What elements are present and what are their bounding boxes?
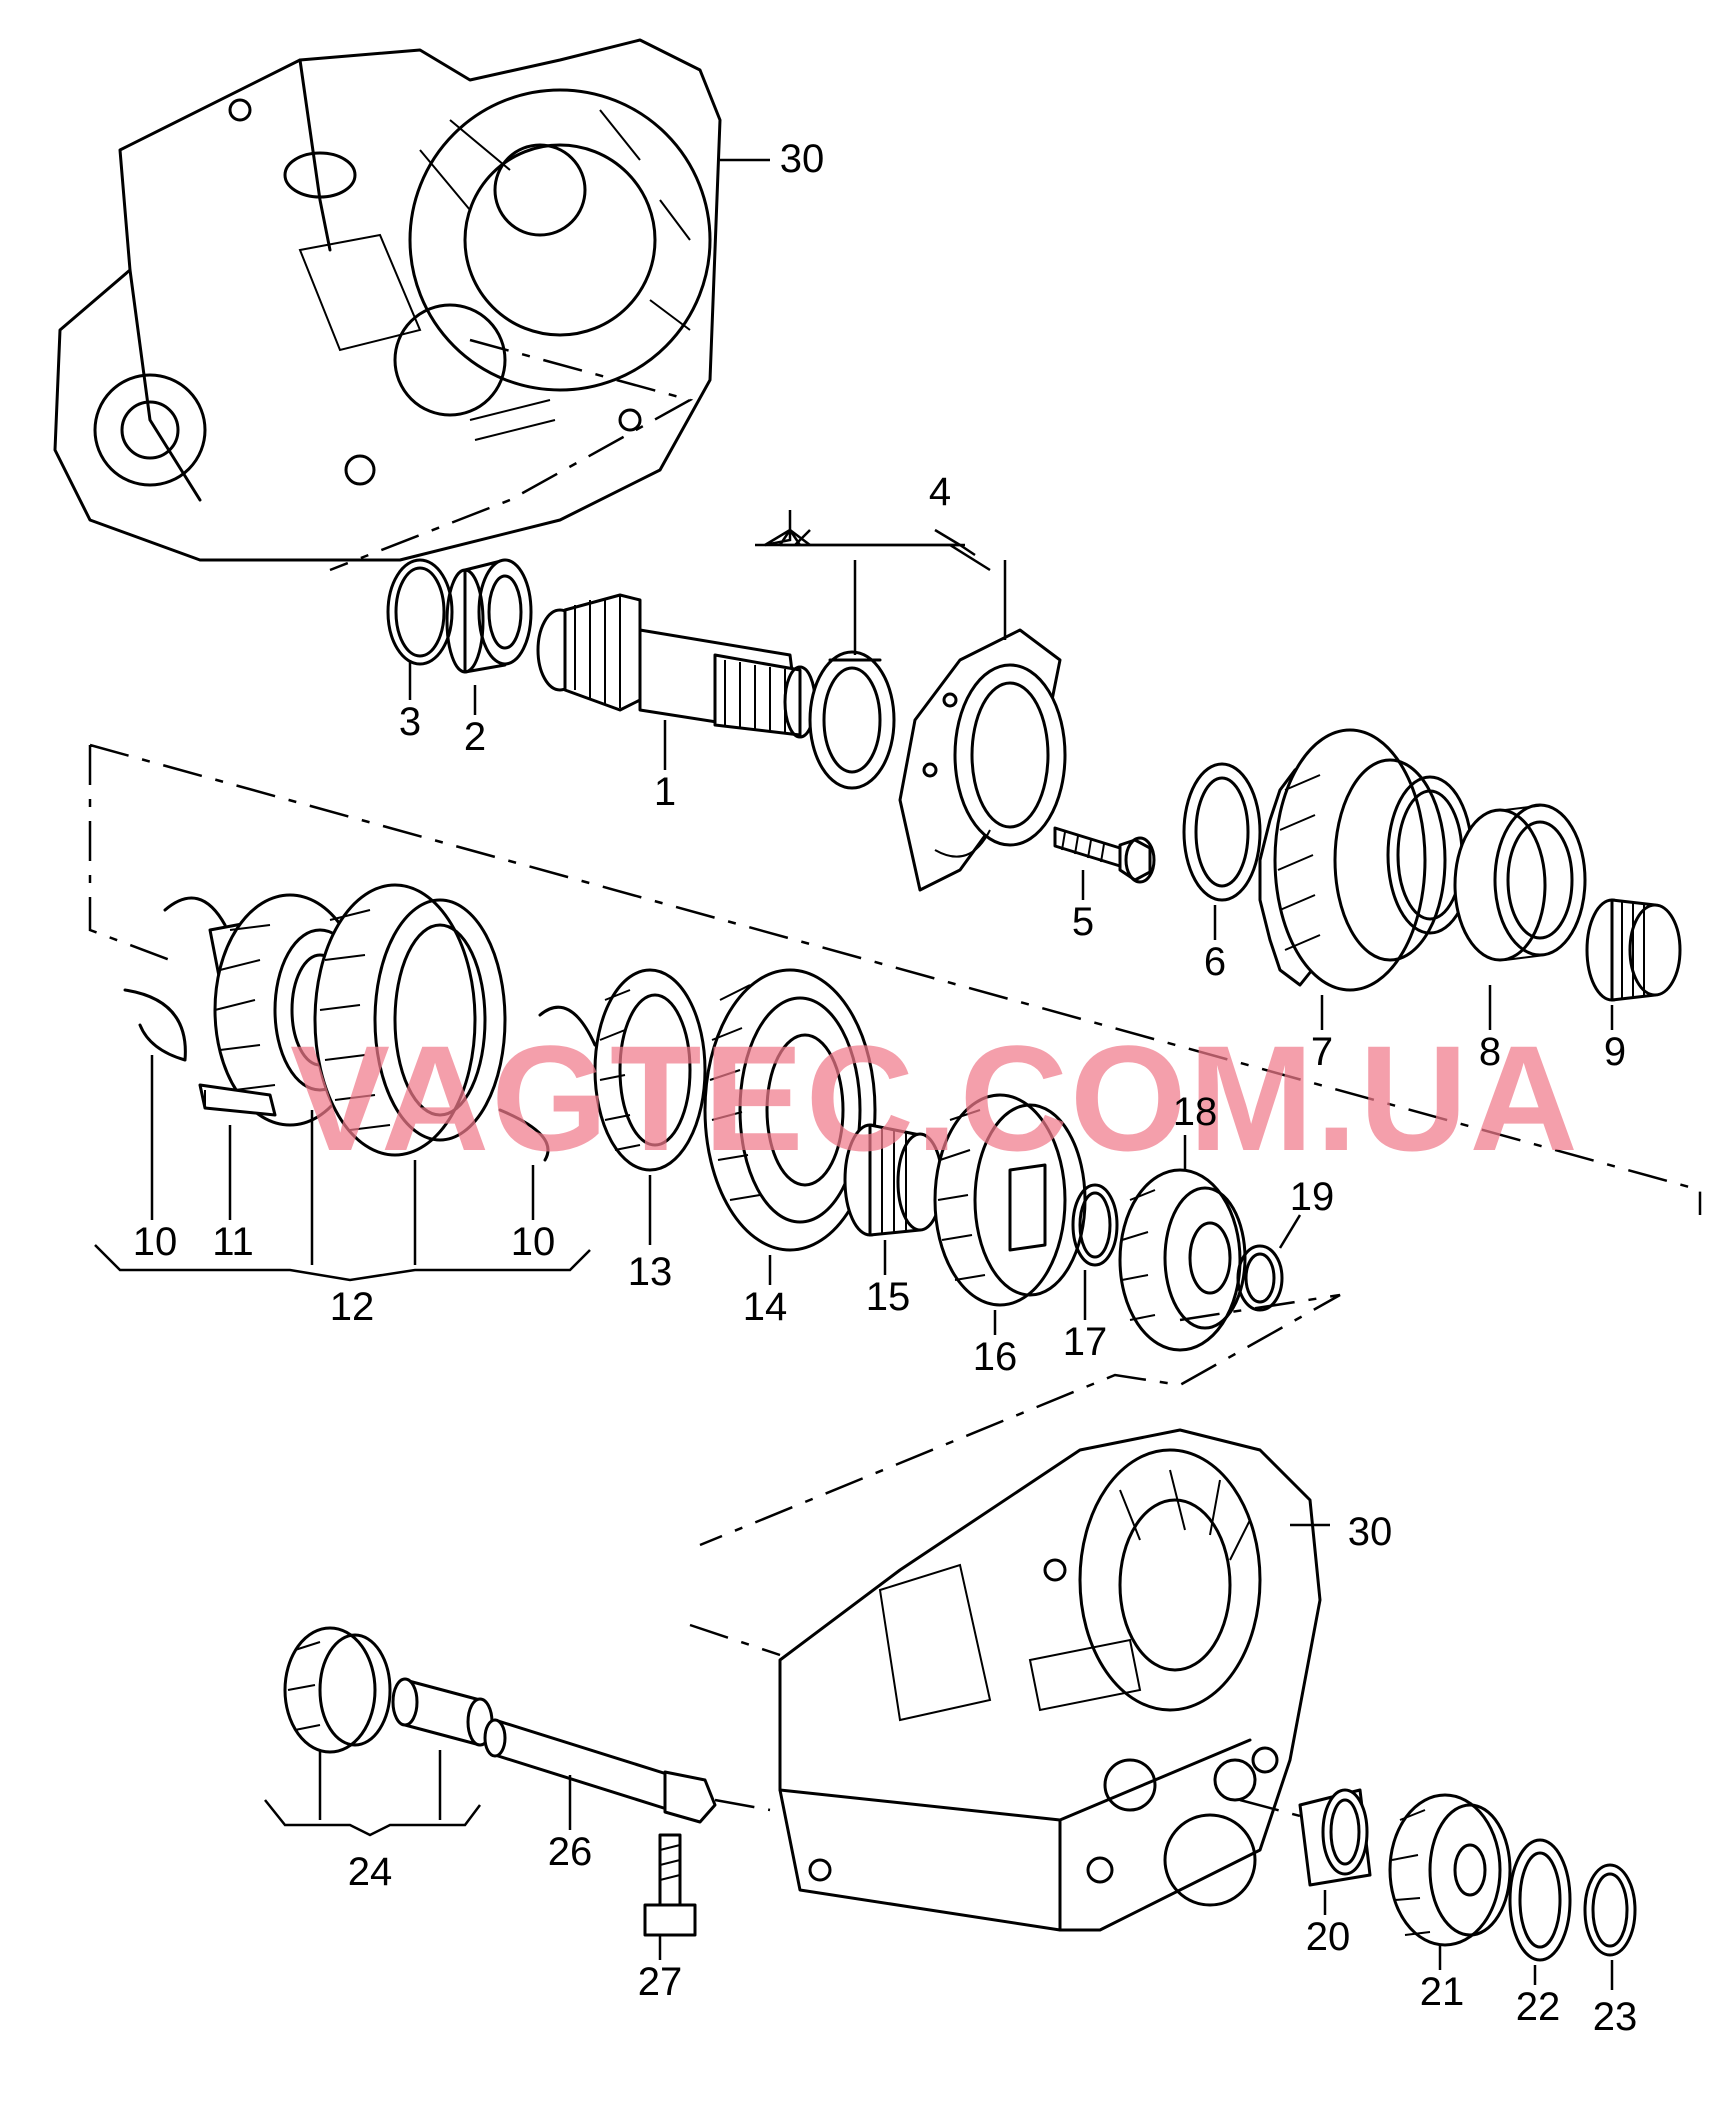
bushing-24[interactable]: [391, 1677, 494, 1747]
label-part-7: 7: [1311, 1030, 1333, 1074]
label-part-30-upper: 30: [780, 137, 825, 181]
shift-key-11[interactable]: [198, 1083, 277, 1117]
label-part-1: 1: [654, 770, 676, 814]
axis-line-lower-housing: [689, 1623, 1316, 1822]
thrust-washer-22[interactable]: [1508, 1838, 1572, 1962]
label-part-13: 13: [628, 1250, 673, 1294]
roller-bearing-2[interactable]: [445, 558, 533, 674]
spring-10-left-top[interactable]: [163, 896, 227, 927]
transmission-housing-lower[interactable]: [778, 1428, 1322, 1932]
sliding-sleeve-12[interactable]: [313, 883, 507, 1157]
bolt-5[interactable]: [1053, 826, 1156, 884]
needle-bearing-9[interactable]: [1585, 898, 1682, 1002]
gear-wheel-7[interactable]: [1258, 728, 1474, 992]
spring-10-right[interactable]: [498, 1005, 597, 1162]
gear-wheel-16[interactable]: [933, 1093, 1087, 1307]
spring-10-left[interactable]: [123, 988, 187, 1062]
label-part-27: 27: [638, 1960, 683, 2004]
label-part-22: 22: [1516, 1985, 1561, 2029]
circlip-3[interactable]: [386, 558, 454, 666]
label-part-8: 8: [1479, 1030, 1501, 1074]
gear-wheel-18[interactable]: [1118, 1168, 1247, 1352]
label-part-6: 6: [1204, 940, 1226, 984]
label-part-4: 4: [929, 470, 951, 514]
label-part-2: 2: [464, 715, 486, 759]
reverse-shaft-26[interactable]: [483, 1718, 717, 1824]
circlip-17[interactable]: [1071, 1183, 1119, 1267]
bearing-4[interactable]: [808, 650, 896, 790]
transmission-housing-upper[interactable]: [53, 38, 722, 562]
label-part-30-lower: 30: [1348, 1510, 1393, 1554]
label-part-10-right: 10: [511, 1220, 556, 1264]
needle-bearing-20[interactable]: [1298, 1788, 1372, 1887]
bearing-retainer-plate-4[interactable]: [898, 628, 1067, 892]
circlip-19[interactable]: [1236, 1244, 1284, 1312]
leader-lines: [94, 158, 1614, 1990]
needle-bearing-15[interactable]: [843, 1123, 944, 1237]
label-part-15: 15: [866, 1275, 911, 1319]
label-part-26: 26: [548, 1830, 593, 1874]
input-shaft-1[interactable]: [536, 593, 817, 739]
label-part-3: 3: [399, 700, 421, 744]
label-part-21: 21: [1420, 1970, 1465, 2014]
label-part-24: 24: [348, 1850, 393, 1894]
axis-line-upper-housing: [329, 338, 694, 572]
gear-wheel-21[interactable]: [1388, 1793, 1512, 1947]
label-part-20: 20: [1306, 1915, 1351, 1959]
label-part-5: 5: [1072, 900, 1094, 944]
reverse-gear-24[interactable]: [283, 1626, 392, 1754]
label-part-11: 11: [212, 1220, 254, 1264]
label-part-19: 19: [1290, 1175, 1335, 1219]
axis-line-lower-shaft: [699, 1293, 1341, 1547]
synchro-ring-8[interactable]: [1453, 803, 1587, 962]
label-part-18: 18: [1173, 1090, 1218, 1134]
gear-wheel-14[interactable]: [703, 968, 877, 1252]
bolt-27[interactable]: [643, 1833, 697, 1937]
axis-line-reverse-shaft: [714, 1798, 771, 1812]
axis-line-synchro-assembly: [88, 743, 1702, 1215]
label-part-23: 23: [1593, 1995, 1638, 2039]
label-part-12: 12: [330, 1285, 375, 1329]
thrust-washer-6[interactable]: [1182, 762, 1262, 902]
watermark-text: VAGTEC.COM.UA: [290, 1014, 1580, 1182]
label-part-17: 17: [1063, 1320, 1108, 1364]
label-part-14: 14: [743, 1285, 788, 1329]
label-part-9: 9: [1604, 1030, 1626, 1074]
label-part-10-left: 10: [133, 1220, 178, 1264]
label-part-16: 16: [973, 1335, 1018, 1379]
synchro-ring-13[interactable]: [593, 968, 707, 1172]
circlip-23[interactable]: [1583, 1863, 1637, 1957]
